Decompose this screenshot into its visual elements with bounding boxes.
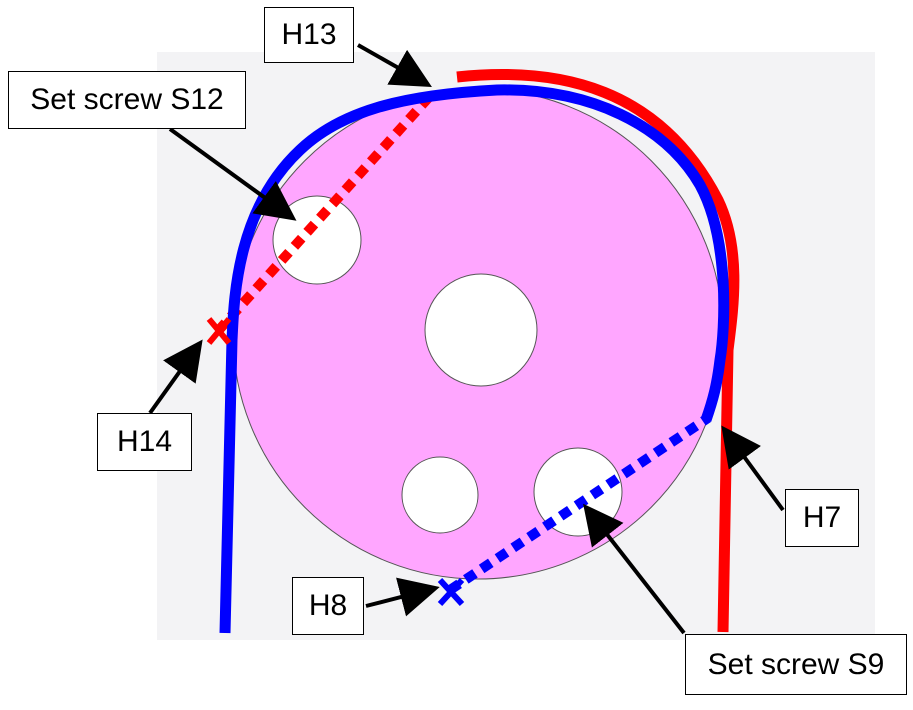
center-hole — [424, 273, 538, 387]
label-set-screw-s9: Set screw S9 — [685, 634, 907, 695]
h7-arrow — [721, 425, 785, 512]
red-dotted-line — [214, 92, 434, 335]
red-belt — [456, 68, 740, 633]
h8-arrow — [365, 577, 440, 617]
lower-left-hole — [401, 456, 479, 534]
set-screw-s12-hole — [272, 195, 362, 285]
set-screw-s9-arrow — [583, 503, 686, 635]
label-h13: H13 — [264, 7, 354, 63]
label-h14: H14 — [97, 413, 192, 471]
blue-dotted-line — [447, 413, 711, 595]
label-h8: H8 — [292, 577, 364, 635]
h8-x-mark-icon — [437, 577, 465, 607]
label-h7: H7 — [785, 489, 859, 547]
set-screw-s12-arrow — [168, 127, 297, 221]
h14-x-mark-icon — [206, 317, 232, 345]
label-set-screw-s12: Set screw S12 — [8, 71, 246, 129]
h13-arrow — [357, 43, 432, 87]
h14-arrow — [148, 339, 203, 415]
